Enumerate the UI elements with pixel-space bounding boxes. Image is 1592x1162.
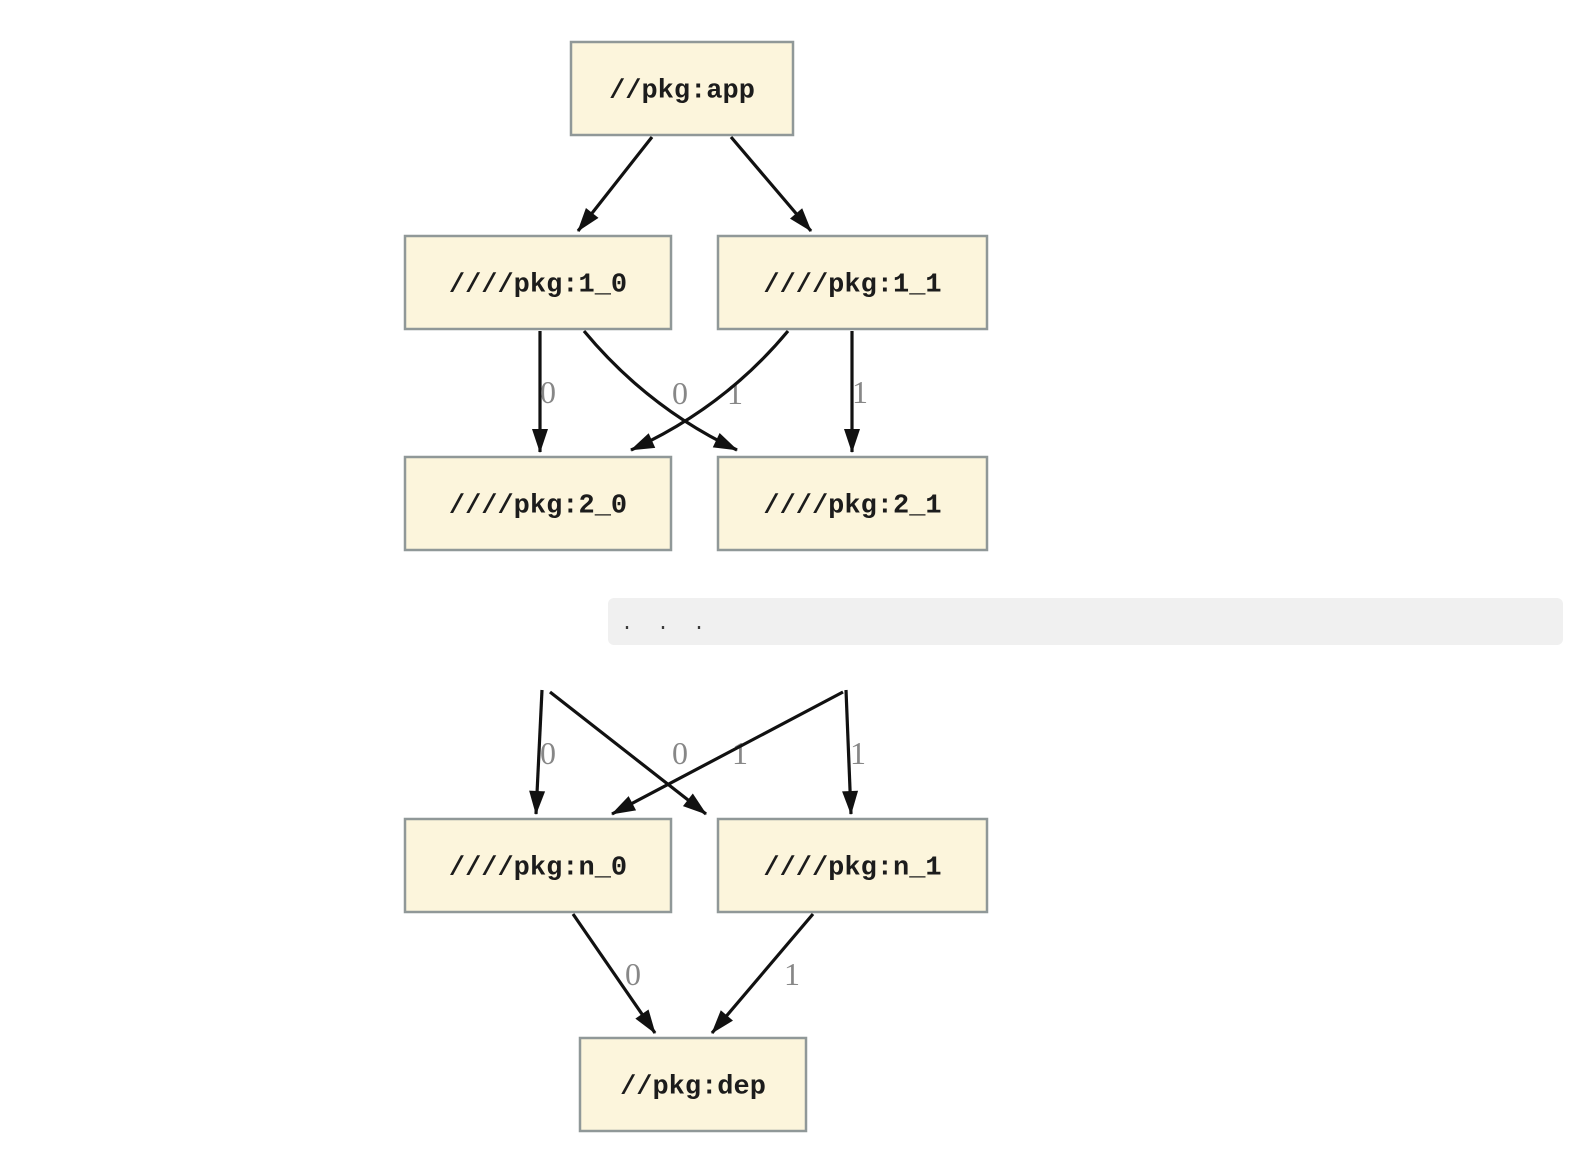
node-pkg-n-0: ////pkg:n_0 (403, 817, 673, 914)
node-box-pkg-1-0 (403, 234, 673, 331)
node-label-pkg-2-1: ////pkg:2_1 (763, 492, 941, 522)
edge-label-pkg-1-1-to-pkg-2-0: 0 (672, 375, 688, 411)
node-pkg-1-1: ////pkg:1_1 (716, 234, 989, 331)
edge-pkg-n-1-to-pkg-dep (710, 912, 815, 1035)
edges-layer: 0 1 0 1 0 1 0 1 0 1 (529, 135, 868, 1035)
edge-pkg-n-0-to-pkg-dep (571, 913, 657, 1034)
node-pkg-n-1: ////pkg:n_1 (716, 817, 989, 914)
edge-app-to-pkg-1-0 (576, 136, 654, 232)
ellipsis-code-block: . . . (608, 598, 1563, 645)
edge-app-to-pkg-1-1 (729, 135, 813, 233)
edge-label-above-left-to-pkg-n-1: 1 (732, 735, 748, 771)
node-box-pkg-2-0 (403, 455, 673, 552)
edge-above-right-to-pkg-n-1 (842, 689, 859, 815)
edge-above-right-to-pkg-n-0 (611, 690, 844, 816)
node-app: //pkg:app (569, 40, 795, 137)
node-label-pkg-n-1: ////pkg:n_1 (763, 854, 941, 884)
node-label-pkg-1-1: ////pkg:1_1 (763, 271, 941, 301)
edge-label-pkg-n-0-to-pkg-dep: 0 (625, 956, 641, 992)
edge-label-above-right-to-pkg-n-0: 0 (672, 735, 688, 771)
node-label-pkg-n-0: ////pkg:n_0 (449, 854, 627, 884)
node-label-pkg-2-0: ////pkg:2_0 (449, 492, 627, 522)
edge-above-left-to-pkg-n-1 (549, 690, 707, 816)
node-pkg-dep: //pkg:dep (578, 1036, 808, 1133)
node-box-pkg-n-0 (403, 817, 673, 914)
node-box-pkg-n-1 (716, 817, 989, 914)
node-pkg-2-0: ////pkg:2_0 (403, 455, 673, 552)
edge-label-pkg-n-1-to-pkg-dep: 1 (784, 956, 800, 992)
node-label-app: //pkg:app (609, 77, 755, 107)
edge-pkg-1-0-to-pkg-2-1 (582, 329, 738, 452)
node-box-pkg-2-1 (716, 455, 989, 552)
edge-label-above-right-to-pkg-n-1: 1 (850, 735, 866, 771)
node-pkg-1-0: ////pkg:1_0 (403, 234, 673, 331)
edge-label-above-left-to-pkg-n-0: 0 (540, 735, 556, 771)
node-label-pkg-dep: //pkg:dep (620, 1073, 766, 1103)
nodes-layer: //pkg:app ////pkg:1_0 ////pkg:1_1 ////pkg:2… (403, 40, 989, 1133)
edge-above-left-to-pkg-n-0 (529, 689, 546, 815)
node-box-app (569, 40, 795, 137)
edge-pkg-1-1-to-pkg-2-0 (630, 329, 790, 452)
edge-label-pkg-1-0-to-pkg-2-1: 1 (727, 375, 743, 411)
node-label-pkg-1-0: ////pkg:1_0 (449, 271, 627, 301)
edge-label-pkg-1-0-to-pkg-2-0: 0 (540, 374, 556, 410)
node-box-pkg-1-1 (716, 234, 989, 331)
edge-label-pkg-1-1-to-pkg-2-1: 1 (852, 374, 868, 410)
node-pkg-2-1: ////pkg:2_1 (716, 455, 989, 552)
node-box-pkg-dep (578, 1036, 808, 1133)
